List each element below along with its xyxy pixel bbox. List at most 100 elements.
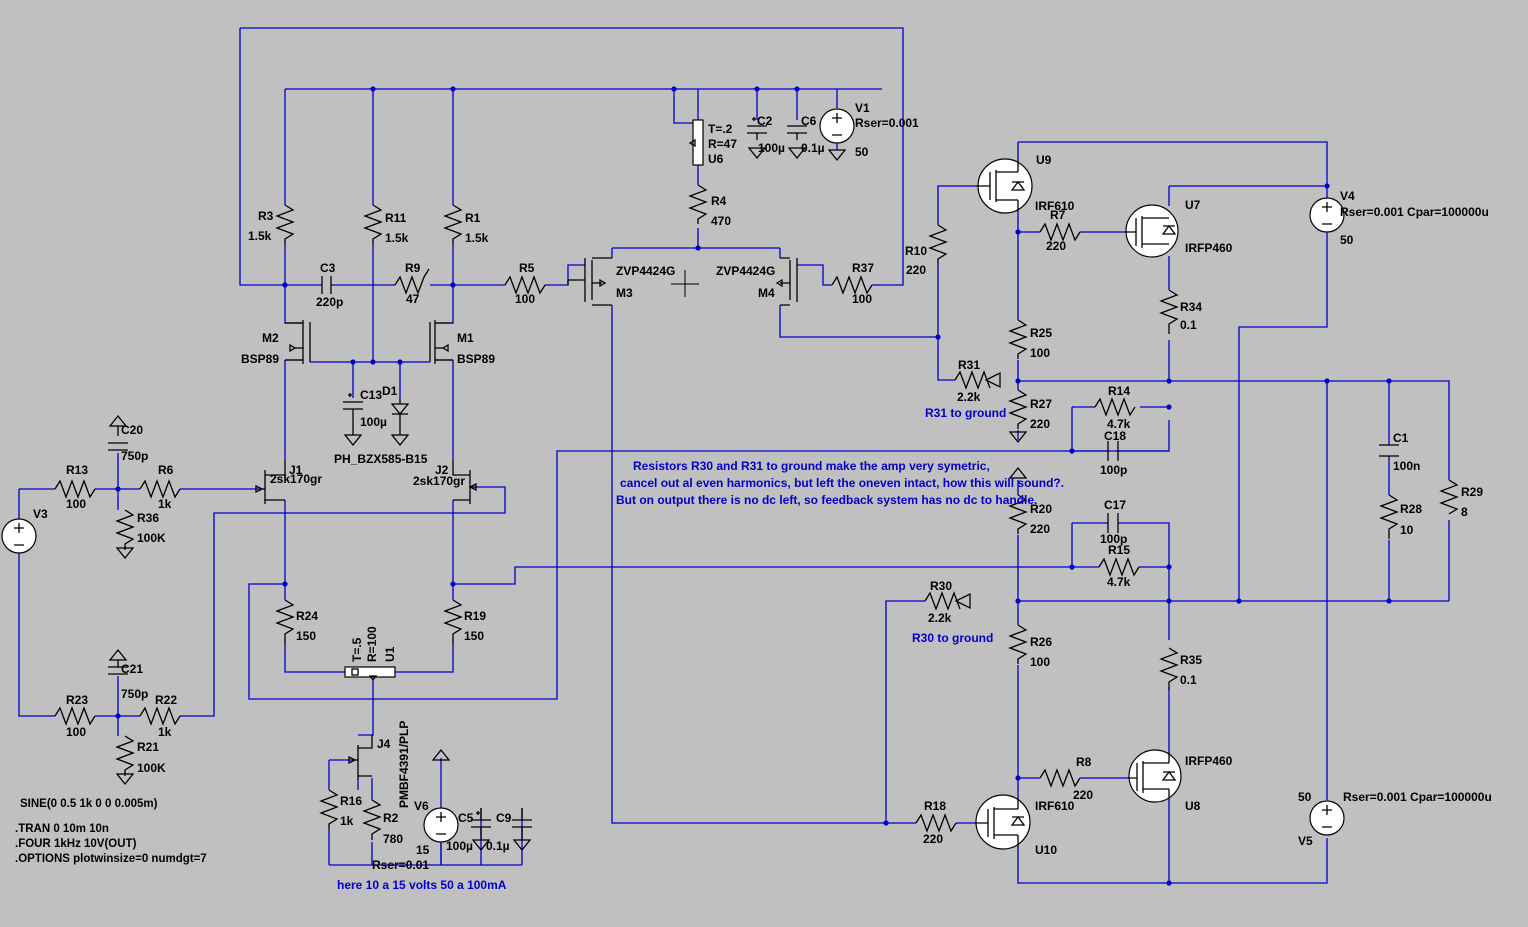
- resistor-r14: [1094, 397, 1136, 417]
- label-r18: R18: [924, 799, 946, 813]
- label-r21: R21: [137, 740, 159, 754]
- resistor-r13: [54, 479, 96, 499]
- voltage-source-v6: [423, 807, 459, 865]
- label-r4-value: 470: [711, 214, 731, 228]
- label-c13-value: 100µ: [360, 415, 387, 429]
- label-r35: R35: [1180, 653, 1202, 667]
- label-r29: R29: [1461, 485, 1483, 499]
- mosfet-u7: [1125, 204, 1179, 258]
- label-u10-type: IRF610: [1035, 799, 1075, 813]
- label-r19-value: 150: [464, 629, 484, 643]
- label-r36-value: 100K: [137, 531, 166, 545]
- label-r9: R9: [405, 261, 421, 275]
- resistor-r6: [139, 479, 181, 499]
- resistor-r28: [1379, 494, 1399, 539]
- label-r26-value: 100: [1030, 655, 1050, 669]
- label-j4: J4: [377, 737, 391, 751]
- potentiometer-u1: [344, 666, 396, 682]
- note-line-1: Resistors R30 and R31 to ground make the…: [633, 459, 990, 473]
- resistor-r10: [928, 224, 948, 265]
- label-v6: V6: [414, 799, 429, 813]
- resistor-r3: [275, 204, 295, 245]
- label-u1-t: T=.5: [350, 637, 364, 662]
- label-m3: M3: [616, 286, 633, 300]
- resistor-r31: [954, 370, 991, 390]
- capacitor-c3: [321, 276, 332, 294]
- mosfet-m2: [285, 320, 311, 364]
- label-u8-type: IRFP460: [1185, 754, 1233, 768]
- label-c17: C17: [1104, 498, 1126, 512]
- resistor-r34: [1159, 289, 1179, 334]
- jfet-j4: [348, 735, 373, 779]
- label-r13: R13: [66, 463, 88, 477]
- capacitor-c1: [1379, 444, 1399, 457]
- label-c21-value: 750p: [121, 687, 148, 701]
- label-c13: C13: [360, 388, 382, 402]
- capacitor-c13: [343, 401, 363, 425]
- label-r9-value: 47: [406, 292, 420, 306]
- junction-dots: [115, 86, 1392, 886]
- resistor-r27: [1008, 389, 1028, 429]
- note-line-3: But on output there is no dc left, so fe…: [616, 493, 1037, 507]
- resistor-r25: [1008, 319, 1028, 359]
- label-c17-value: 100p: [1100, 532, 1127, 546]
- note-r30-ground: R30 to ground: [912, 631, 993, 645]
- voltage-sources: [1, 108, 1345, 865]
- label-v5-value: 50: [1298, 790, 1312, 804]
- label-r11: R11: [385, 211, 407, 225]
- resistor-r5: [504, 275, 546, 295]
- label-r10: R10: [905, 244, 927, 258]
- label-r20-value: 220: [1030, 522, 1050, 536]
- label-m2-type: BSP89: [241, 352, 279, 366]
- label-c1: C1: [1393, 431, 1409, 445]
- label-r4: R4: [711, 194, 727, 208]
- resistor-r36: [115, 509, 135, 550]
- label-u7: U7: [1185, 198, 1201, 212]
- label-m1: M1: [457, 331, 474, 345]
- annotations: R31 to ground R30 to ground here 10 a 15…: [337, 406, 1064, 892]
- label-c9-value: 0.1µ: [486, 839, 510, 853]
- label-v1-params: Rser=0.001: [855, 116, 919, 130]
- resistor-r22: [139, 706, 181, 726]
- label-r30: R30: [930, 579, 952, 593]
- label-c18: C18: [1104, 429, 1126, 443]
- label-m4-type: ZVP4424G: [716, 264, 775, 278]
- mosfet-m4: [775, 257, 798, 306]
- resistor-r26: [1008, 624, 1028, 664]
- label-r3: R3: [258, 209, 274, 223]
- voltage-source-v1: [819, 108, 855, 150]
- label-r22-value: 1k: [158, 725, 172, 739]
- label-v5-params: Rser=0.001 Cpar=100000u: [1343, 790, 1492, 804]
- label-r37-value: 100: [852, 292, 872, 306]
- label-u8: U8: [1185, 799, 1201, 813]
- resistor-r29: [1439, 479, 1459, 515]
- resistor-r21: [115, 735, 135, 776]
- voltage-source-v5: [1309, 800, 1345, 836]
- label-r14-value: 4.7k: [1107, 417, 1131, 431]
- label-c18-value: 100p: [1100, 463, 1127, 477]
- resistor-r23: [54, 706, 96, 726]
- resistor-r15: [1098, 557, 1140, 577]
- capacitor-c2: [747, 125, 767, 140]
- label-c5-value: 100µ: [446, 839, 473, 853]
- mosfet-u8: [1128, 749, 1182, 803]
- label-d1: D1: [382, 384, 398, 398]
- label-r23: R23: [66, 693, 88, 707]
- label-c6: C6: [801, 114, 817, 128]
- resistor-r20: [1008, 494, 1028, 534]
- resistor-r19: [443, 599, 463, 645]
- capacitor-c6: [787, 125, 807, 140]
- label-r24: R24: [296, 609, 318, 623]
- label-r29-value: 8: [1461, 505, 1468, 519]
- label-r21-value: 100K: [137, 761, 166, 775]
- spice-directives: SINE(0 0.5 1k 0 0 0.005m) .TRAN 0 10m 10…: [15, 798, 207, 865]
- mosfet-u9: [975, 158, 1033, 214]
- resistor-r24: [275, 599, 295, 645]
- label-r13-value: 100: [66, 497, 86, 511]
- component-labels: R3 1.5k R11 1.5k R1 1.5k C3 220p R9 47 R…: [33, 101, 1492, 872]
- label-j2-type: 2sk170gr: [413, 474, 465, 488]
- label-u7-type: IRFP460: [1185, 241, 1233, 255]
- label-u6: U6: [708, 152, 724, 166]
- label-r28-value: 10: [1400, 523, 1414, 537]
